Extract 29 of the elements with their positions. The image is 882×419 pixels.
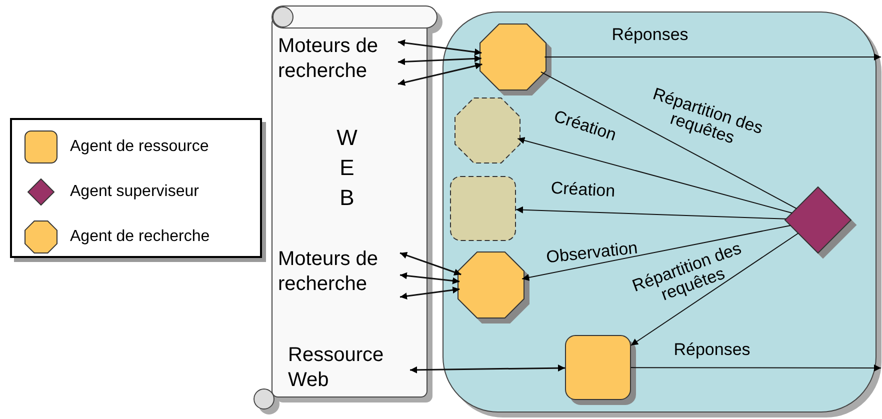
- arrow: [400, 286, 460, 300]
- edge-label: Réponses: [610, 26, 690, 44]
- arrow: [630, 364, 882, 372]
- vertical-word: W E B: [336, 124, 358, 212]
- arrow: [398, 55, 482, 66]
- arrow: [400, 252, 462, 276]
- text-label: Ressource Web: [288, 343, 410, 393]
- planned-agent-octagon: [455, 98, 520, 163]
- supervisor-diamond: [785, 187, 851, 253]
- search-agent-octagon: [480, 24, 546, 90]
- legend-label: Agent de ressource: [70, 137, 209, 157]
- text-label: Moteurs de recherche: [278, 34, 398, 84]
- arrow: [400, 272, 460, 284]
- arrow: [522, 224, 791, 281]
- arrow: [544, 54, 882, 60]
- arrow: [516, 206, 787, 220]
- arrow: [630, 232, 799, 346]
- legend-label: Agent superviseur: [70, 182, 199, 202]
- edge-label: Réponses: [672, 341, 752, 359]
- legend-label: Agent de recherche: [70, 227, 210, 247]
- arrow: [398, 39, 482, 56]
- arrow: [398, 62, 482, 86]
- resource-agent-square: [565, 335, 631, 400]
- arrow: [517, 137, 793, 214]
- arrow: [410, 364, 565, 374]
- search-agent-octagon: [458, 252, 524, 318]
- planned-agent-square: [450, 176, 516, 241]
- text-label: Moteurs de recherche: [278, 247, 400, 297]
- edge-label: Création: [549, 178, 617, 202]
